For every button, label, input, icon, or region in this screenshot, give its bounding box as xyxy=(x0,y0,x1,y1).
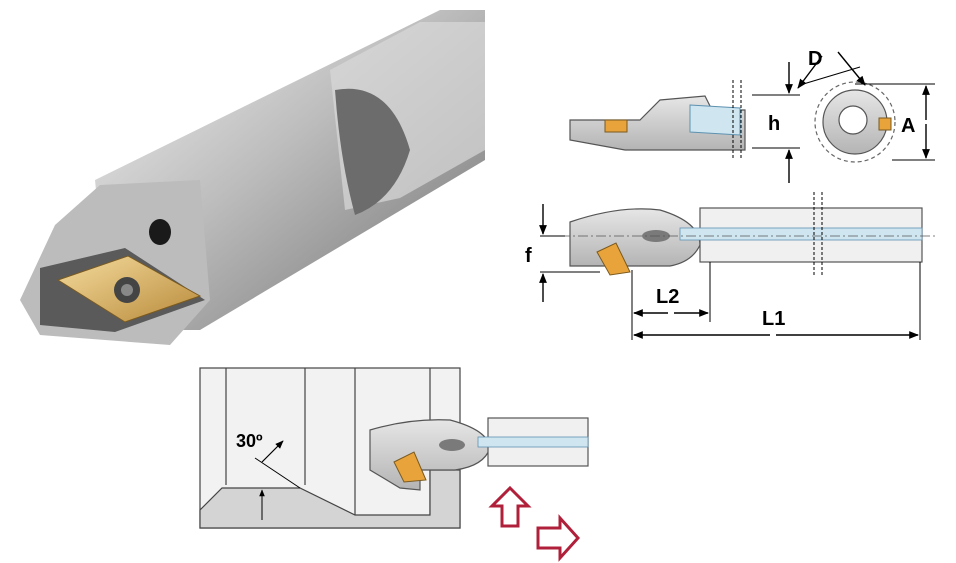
section-bore xyxy=(838,105,868,135)
side-view: f L2 L1 xyxy=(525,192,935,340)
D-arrow-right xyxy=(837,51,866,86)
D-leader xyxy=(799,66,861,86)
section-insert xyxy=(878,117,892,131)
bore-bottom xyxy=(199,469,461,529)
photo-screw-head xyxy=(121,284,133,296)
angle-label: 30º xyxy=(236,431,263,451)
end-view: h D A xyxy=(569,48,935,183)
machining-insert xyxy=(393,451,427,483)
feed-arrow-right-icon xyxy=(536,514,581,562)
feed-arrow-up-icon xyxy=(488,485,532,528)
photo-coolant-hole xyxy=(149,219,171,245)
machining-coolant xyxy=(477,436,589,448)
h-label: h xyxy=(768,113,780,135)
end-view-insert xyxy=(604,119,628,133)
L1-label: L1 xyxy=(762,308,785,330)
D-arrow-left xyxy=(797,55,823,89)
side-view-coolant xyxy=(679,227,923,241)
L2-label: L2 xyxy=(656,286,679,308)
tool-photo xyxy=(20,10,485,345)
A-label: A xyxy=(901,115,915,137)
end-view-coolant xyxy=(689,104,741,136)
photo-flat-face xyxy=(335,88,410,215)
side-view-insert xyxy=(596,242,631,276)
angle-arrow-top xyxy=(261,440,284,463)
machining-coolant-outlet xyxy=(439,439,465,451)
bore-circle xyxy=(814,81,896,163)
angle-ref-line xyxy=(254,457,301,489)
D-label: D xyxy=(808,48,822,70)
machining-view: 30º xyxy=(199,367,589,562)
f-label: f xyxy=(525,245,532,267)
